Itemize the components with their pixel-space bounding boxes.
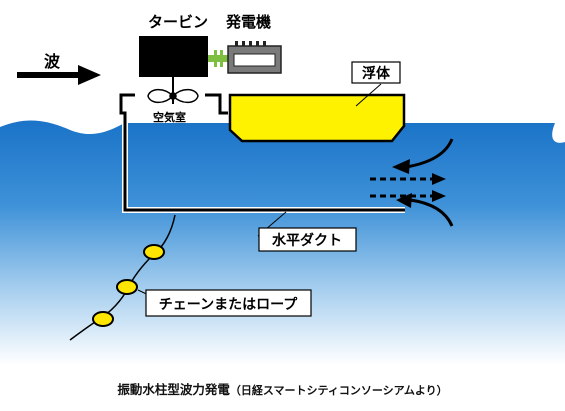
- turbine-box: [139, 36, 208, 77]
- water-inflow-arrowhead-icon: [392, 159, 410, 174]
- water-outflow-arrow-icon: [409, 198, 454, 227]
- turbine-label: タービン: [148, 13, 208, 31]
- coupling: [208, 55, 228, 62]
- chain-label-box: [145, 289, 312, 317]
- coupling-flange: [220, 50, 223, 67]
- duct-wall: [119, 93, 405, 212]
- float-label-box: [351, 61, 401, 84]
- figure-caption: 振動水柱型波力発電（日経スマートシティコンソーシアムより）: [0, 379, 565, 398]
- float-leader-line: [355, 83, 382, 107]
- float-label: 浮体: [362, 65, 391, 82]
- water-flow-dashed-arrows-icon: [370, 173, 446, 202]
- caption-source: （日経スマートシティコンソーシアムより）: [229, 384, 448, 397]
- generator-label: 発電機: [225, 13, 271, 31]
- air-chamber-label: 空気室: [153, 110, 186, 124]
- water-inflow-arrow-icon: [405, 138, 454, 169]
- float-body: [228, 93, 406, 143]
- generator-window: [233, 53, 276, 67]
- caption-title: 振動水柱型波力発電: [117, 382, 230, 397]
- wave-direction-arrow-icon: [17, 65, 101, 85]
- water-outflow-arrowhead-icon: [396, 193, 412, 208]
- duct-label: 水平ダクト: [272, 232, 342, 249]
- chain-label: チェーンまたはロープ: [159, 297, 298, 313]
- generator-terminals: [235, 41, 266, 46]
- turbine-rotor-icon: [147, 88, 199, 104]
- wave-label: 波: [44, 52, 61, 71]
- duct-label-box: [258, 227, 357, 252]
- buoy-icon: [92, 244, 165, 327]
- coupling-flange: [214, 50, 217, 67]
